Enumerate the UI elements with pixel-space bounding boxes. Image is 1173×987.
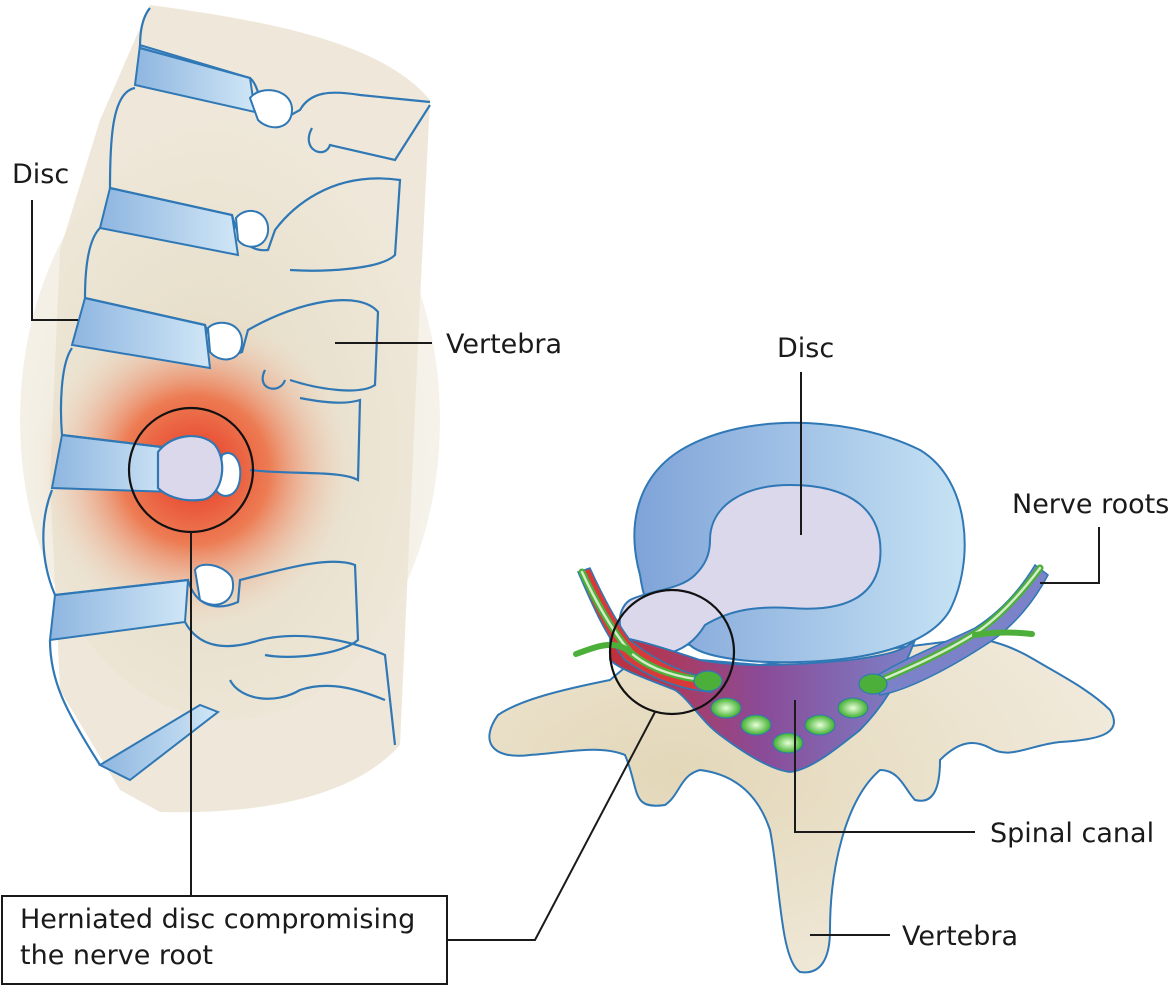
leader-spinal-canal: [794, 700, 975, 833]
label-vertebra-right: Vertebra: [902, 921, 1018, 952]
herniation-label: Herniated disc compromising the nerve ro…: [20, 902, 440, 974]
axial-vertebra: [488, 421, 1115, 974]
label-disc-right: Disc: [777, 333, 834, 364]
leader-herniation-right: [447, 711, 656, 941]
foramen-1: [248, 89, 294, 129]
vertebra-outline-4: [59, 347, 171, 450]
vertebra-outline-2: [108, 86, 402, 272]
process-2: [261, 369, 287, 390]
vertebra-outline-7: [184, 621, 397, 746]
label-disc-left: Disc: [12, 159, 69, 190]
nerve-ganglion-left: [693, 670, 723, 692]
nerve-branch-right: [972, 629, 1035, 638]
disc-6: [97, 703, 221, 782]
nerve-branch-left: [573, 641, 633, 657]
label-vertebra-left: Vertebra: [446, 329, 562, 360]
nerve-bundle-1: [710, 697, 742, 719]
foramen-5: [193, 563, 235, 606]
nerve-bundle-2: [740, 714, 772, 736]
herniated-nucleus: [156, 435, 224, 502]
foramen-3: [206, 321, 244, 361]
foramen-2: [234, 209, 270, 248]
vertebra-outline-3: [83, 227, 380, 392]
herniation-circle-right: [608, 588, 736, 716]
process-1: [307, 104, 431, 162]
herniation-label-line-1: Herniated disc compromising: [20, 904, 416, 935]
nerve-bundle-5: [837, 697, 869, 719]
leader-nerve-roots: [1040, 527, 1100, 584]
herniation-label-line-2: the nerve root: [20, 940, 214, 971]
nerve-bundle-4: [804, 714, 836, 736]
leader-lines: [31, 200, 1100, 941]
vertebra-outline-8: [249, 396, 362, 482]
leader-disc-left: [31, 200, 78, 321]
process-3: [229, 679, 386, 702]
label-spinal-canal: Spinal canal: [990, 818, 1154, 849]
nerve-ganglion-right: [858, 673, 888, 695]
lateral-spine: [20, 5, 440, 813]
herniation-label-box: [1, 895, 448, 985]
vertebra-outline-5: [42, 489, 360, 658]
nerve-bundle-3: [772, 732, 804, 754]
vertebra-axial-bone: [488, 637, 1115, 974]
label-nerve-roots: Nerve roots: [1012, 489, 1169, 520]
spinal-canal: [609, 633, 916, 773]
vertebra-outline-6: [48, 639, 101, 766]
